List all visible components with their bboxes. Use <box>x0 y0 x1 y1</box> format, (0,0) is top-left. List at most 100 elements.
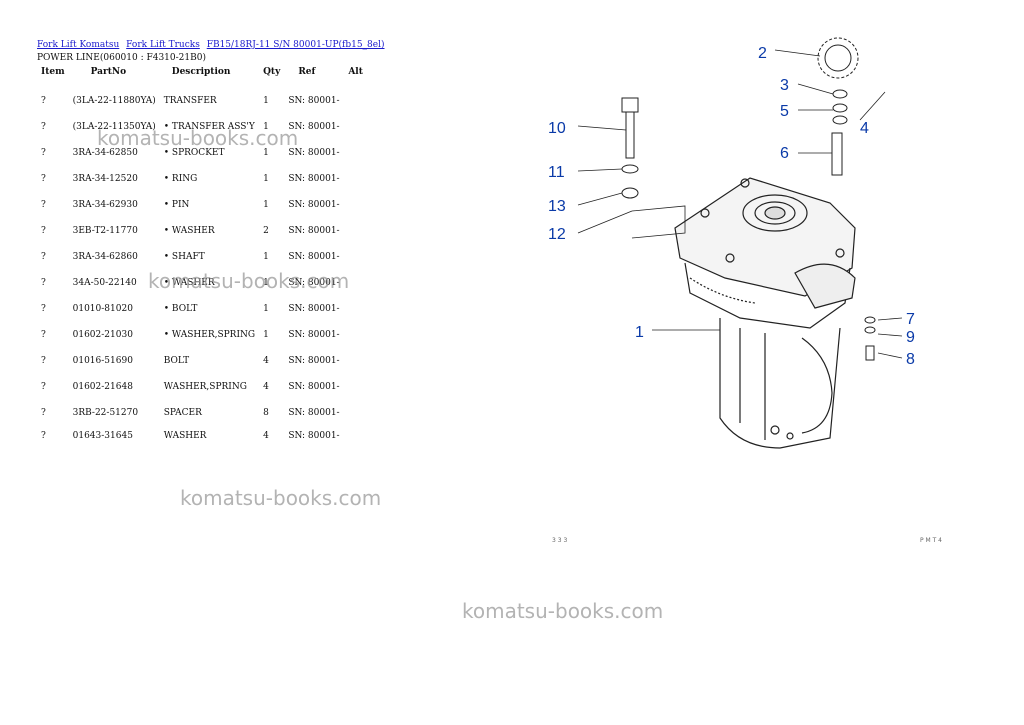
partno-cell: 3RA-34-62850 <box>72 148 138 158</box>
item-cell: ? <box>41 431 46 441</box>
breadcrumb-link-fork-lift-komatsu[interactable]: Fork Lift Komatsu <box>37 40 120 50</box>
ref-cell: SN: 80001- <box>288 226 340 236</box>
header-partno: PartNo <box>90 67 127 77</box>
ref-cell: SN: 80001- <box>288 382 340 392</box>
description-cell: • SPROCKET <box>163 148 225 158</box>
item-cell: ? <box>41 330 46 340</box>
callout-5: 5 <box>780 103 789 120</box>
ref-cell: SN: 80001- <box>288 122 340 132</box>
alt-cell <box>344 426 367 446</box>
shaft-6 <box>831 132 843 176</box>
item-cell: ? <box>41 304 46 314</box>
ref-cell: SN: 80001- <box>288 278 340 288</box>
ref-cell: SN: 80001- <box>288 408 340 418</box>
callout-8: 8 <box>906 351 915 368</box>
partno-cell: 01016-51690 <box>72 356 133 366</box>
header-alt: Alt <box>348 67 363 77</box>
description-cell: • BOLT <box>163 304 198 314</box>
qty-cell: 1 <box>263 330 269 340</box>
callout-6: 6 <box>780 145 789 162</box>
description-cell: • WASHER <box>163 278 215 288</box>
qty-cell: 4 <box>263 356 269 366</box>
callout-2: 2 <box>758 45 767 62</box>
callout-7: 7 <box>906 311 915 328</box>
ref-cell: SN: 80001- <box>288 200 340 210</box>
partno-cell: 3RA-34-62930 <box>72 200 138 210</box>
callout-9: 9 <box>906 329 915 346</box>
partno-cell: 3RB-22-51270 <box>72 408 139 418</box>
ref-cell: SN: 80001- <box>288 431 340 441</box>
item-cell: ? <box>41 200 46 210</box>
alt-cell <box>344 400 367 426</box>
item-cell: ? <box>41 226 46 236</box>
alt-cell <box>344 218 367 244</box>
breadcrumb-link-model[interactable]: FB15/18RJ-11 S/N 80001-UP(fb15_8el) <box>206 40 385 50</box>
item-cell: ? <box>41 356 46 366</box>
callout-4: 4 <box>860 120 869 137</box>
partno-cell: 01010-81020 <box>72 304 133 314</box>
partno-cell: 3RA-34-62860 <box>72 252 138 262</box>
item-cell: ? <box>41 252 46 262</box>
qty-cell: 1 <box>263 252 269 262</box>
alt-cell <box>344 166 367 192</box>
leader-lines <box>577 49 903 359</box>
partno-cell: (3LA-22-11350YA) <box>72 122 156 132</box>
alt-cell <box>344 114 367 140</box>
qty-cell: 4 <box>263 431 269 441</box>
description-cell: WASHER <box>163 431 207 441</box>
partno-cell: 34A-50-22140 <box>72 278 137 288</box>
transfer-housing <box>674 177 856 449</box>
corner-mark-right: P M T 4 <box>920 537 942 544</box>
qty-cell: 4 <box>263 382 269 392</box>
alt-cell <box>344 296 367 322</box>
description-cell: SPACER <box>163 408 202 418</box>
ref-cell: SN: 80001- <box>288 252 340 262</box>
ref-cell: SN: 80001- <box>288 96 340 106</box>
alt-cell <box>344 140 367 166</box>
qty-cell: 1 <box>263 174 269 184</box>
callout-13: 13 <box>548 198 566 215</box>
qty-cell: 8 <box>263 408 269 418</box>
qty-cell: 2 <box>263 226 269 236</box>
item-cell: ? <box>41 122 46 132</box>
callout-1: 1 <box>635 324 644 341</box>
ref-cell: SN: 80001- <box>288 356 340 366</box>
ref-cell: SN: 80001- <box>288 330 340 340</box>
header-ref: Ref <box>298 67 316 77</box>
breadcrumb-link-fork-lift-trucks[interactable]: Fork Lift Trucks <box>126 40 200 50</box>
alt-cell <box>344 348 367 374</box>
corner-mark-left: 3 3 3 <box>552 537 567 544</box>
qty-cell: 1 <box>263 122 269 132</box>
partno-cell: 01602-21030 <box>72 330 133 340</box>
description-cell: BOLT <box>163 356 190 366</box>
parts-table: Item PartNo Description Qty Ref Alt ? (3L… <box>37 66 367 446</box>
partno-cell: 01643-31645 <box>72 431 133 441</box>
bolt-10 <box>621 97 639 159</box>
description-cell: • TRANSFER ASS'Y <box>163 122 255 132</box>
partno-cell: 3EB-T2-11770 <box>72 226 138 236</box>
header-description: Description <box>171 67 231 77</box>
alt-cell <box>344 88 367 114</box>
description-cell: • WASHER,SPRING <box>163 330 256 340</box>
table-header-row: Item PartNo Description Qty Ref Alt <box>37 66 367 88</box>
watermark: komatsu-books.com <box>180 486 382 510</box>
ref-cell: SN: 80001- <box>288 304 340 314</box>
description-cell: • PIN <box>163 200 190 210</box>
table-row: ? 01016-51690 BOLT 4 SN: 80001- <box>37 348 367 374</box>
header-qty: Qty <box>263 67 281 77</box>
ref-cell: SN: 80001- <box>288 148 340 158</box>
partno-cell: (3LA-22-11880YA) <box>72 96 156 106</box>
watermark: komatsu-books.com <box>148 269 350 293</box>
partno-cell: 3RA-34-12520 <box>72 174 138 184</box>
ref-cell: SN: 80001- <box>288 174 340 184</box>
alt-cell <box>344 374 367 400</box>
description-cell: • WASHER <box>163 226 215 236</box>
qty-cell: 1 <box>263 148 269 158</box>
